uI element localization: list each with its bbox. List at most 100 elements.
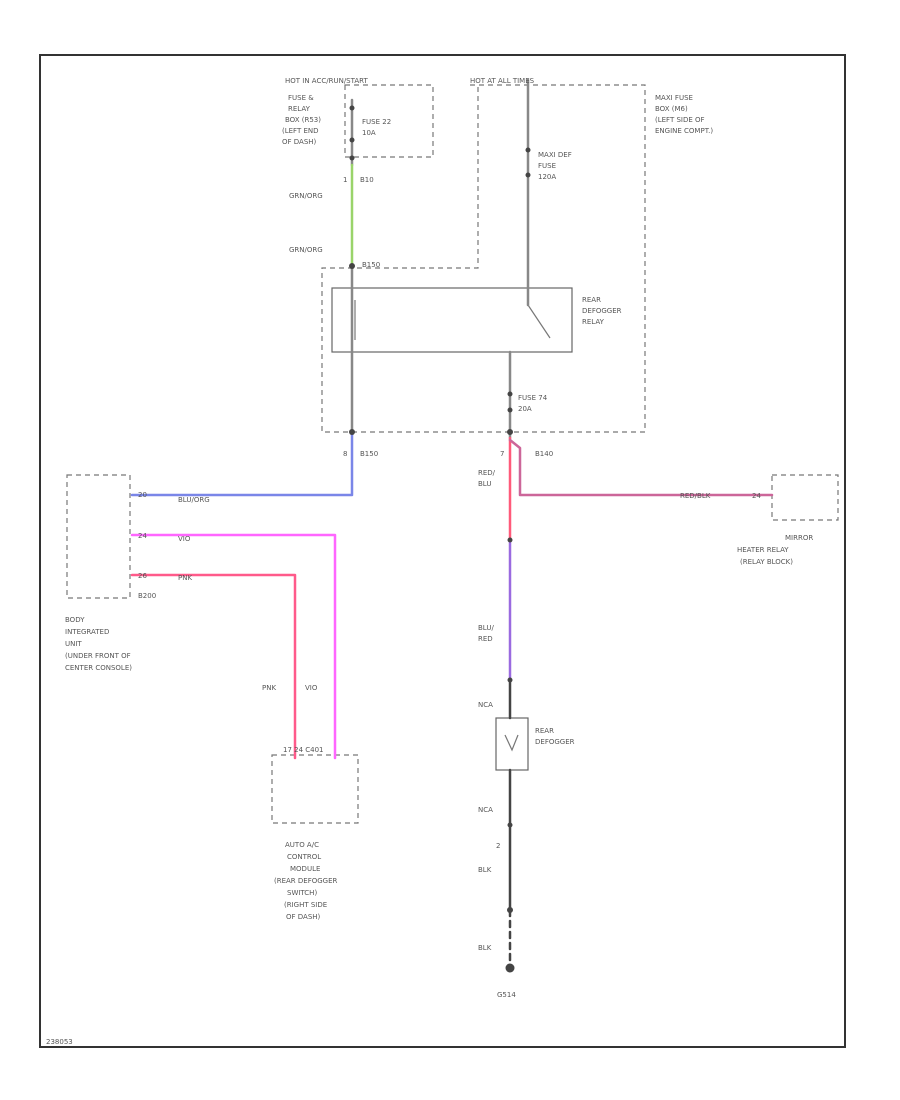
defogger-grid-symbol: [504, 734, 519, 752]
defogger-terminal-bottom: [507, 822, 513, 828]
fuse-relay-box-label-5: OF DASH): [282, 138, 317, 146]
wire-pnk-label: PNK: [178, 574, 192, 582]
fuse-22-label: FUSE 22: [362, 118, 391, 126]
bcm-label-3: UNIT: [65, 640, 82, 648]
mirror-pin-label: 24: [752, 492, 761, 500]
ac-label-6: (RIGHT SIDE: [284, 901, 327, 909]
conn-b140-label: B140: [535, 450, 553, 458]
hot-in-label: HOT IN ACC/RUN/START: [285, 77, 369, 85]
red-blu-label-1: RED/: [478, 469, 496, 477]
wire-pnk: [130, 573, 297, 760]
maxi-def-label-2: FUSE: [538, 162, 556, 170]
mirror-label-2: HEATER RELAY: [737, 546, 789, 554]
maxi-box-label-4: ENGINE COMPT.): [655, 127, 713, 135]
mirror-label-1: MIRROR: [785, 534, 813, 542]
fuse-relay-box-outline: [344, 84, 434, 158]
wire-vio-label: VIO: [178, 535, 191, 543]
blk-label-2: BLK: [478, 944, 492, 952]
fuse-74-label: FUSE 74: [518, 394, 548, 402]
maxi-box-label-3: (LEFT SIDE OF: [655, 116, 705, 124]
maxi-def-label-1: MAXI DEF: [538, 151, 572, 159]
bcm-label-4: (UNDER FRONT OF: [65, 652, 131, 660]
nca-label-2: NCA: [478, 806, 493, 814]
blk-label-1: BLK: [478, 866, 492, 874]
fuse-relay-box-label-2: RELAY: [288, 105, 311, 113]
ac-module-outline: [271, 754, 359, 824]
wire-red-blk: [508, 438, 774, 497]
bcm-pin-24: 24: [138, 532, 147, 540]
fuse-relay-box-label-3: BOX (R53): [285, 116, 321, 124]
ac-label-3: MODULE: [290, 865, 320, 873]
red-blu-label-2: BLU: [478, 480, 491, 488]
ground-label: G514: [497, 991, 516, 999]
maxi-def-label-3: 120A: [538, 173, 556, 181]
bcm-pin-20: 20: [138, 491, 147, 499]
bcm-connector-outline: [66, 474, 131, 599]
rear-defogger-element: [495, 717, 529, 771]
ac-label-7: OF DASH): [286, 913, 321, 921]
wire-vio: [130, 533, 337, 760]
blu-red-label-2: RED: [478, 635, 493, 643]
fuse22-terminal-bottom: [349, 137, 355, 143]
b10-terminal: [349, 155, 355, 161]
relay-label-2: DEFOGGER: [582, 307, 622, 315]
bcm-label-5: CENTER CONSOLE): [65, 664, 132, 672]
pin-2-label: 2: [496, 842, 500, 850]
fuse74-terminal-bottom: [507, 407, 513, 413]
maxi-fuse-box-outline: [321, 84, 646, 433]
rear-defogger-relay: [331, 287, 573, 353]
maxi-box-label-2: BOX (M6): [655, 105, 688, 113]
ac-label-2: CONTROL: [287, 853, 321, 861]
bcm-label-1: BODY: [65, 616, 85, 624]
ac-label-4: (REAR DEFOGGER: [274, 877, 338, 885]
footer-code: 238053: [46, 1038, 73, 1046]
defogger-label-1: REAR: [535, 727, 554, 735]
pin-1-label: 1: [343, 176, 347, 184]
nca-label-1: NCA: [478, 701, 493, 709]
fuse-relay-box-label-4: (LEFT END: [282, 127, 319, 135]
defogger-label-2: DEFOGGER: [535, 738, 575, 746]
wire-grn-org-label-1: GRN/ORG: [289, 192, 323, 200]
blk-splice: [507, 907, 513, 913]
relay-label-1: REAR: [582, 296, 601, 304]
maxi-def-terminal-bottom: [525, 172, 531, 178]
wire-grn-org-label-2: GRN/ORG: [289, 246, 323, 254]
defogger-terminal-top: [507, 677, 513, 683]
ground-point-g514: [505, 963, 515, 973]
ac-label-5: SWITCH): [287, 889, 317, 897]
ac-pins-label: 17 24 C401: [283, 746, 324, 754]
fuse74-terminal-top: [507, 391, 513, 397]
b150-terminal: [349, 429, 355, 435]
wire-blu-org-label: BLU/ORG: [178, 496, 210, 504]
wire-blu-org: [130, 430, 354, 497]
vio-label-2: VIO: [305, 684, 318, 692]
maxi-box-label-1: MAXI FUSE: [655, 94, 693, 102]
conn-b200-label: B200: [138, 592, 156, 600]
b150-top-terminal: [349, 263, 355, 269]
conn-b10-label: B10: [360, 176, 374, 184]
splice-point: [507, 537, 513, 543]
relay-switch: [527, 304, 551, 339]
hot-all-label: HOT AT ALL TIMES: [470, 77, 535, 85]
mirror-relay-outline: [771, 474, 839, 521]
red-blk-label: RED/BLK: [680, 492, 711, 500]
bcm-label-2: INTEGRATED: [65, 628, 109, 636]
relay-label-3: RELAY: [582, 318, 605, 326]
mirror-label-3: (RELAY BLOCK): [740, 558, 793, 566]
b140-terminal: [507, 429, 513, 435]
fuse-relay-box-label-1: FUSE &: [288, 94, 314, 102]
pnk-label-2: PNK: [262, 684, 276, 692]
fuse-74-amp: 20A: [518, 405, 532, 413]
pin-7-label: 7: [500, 450, 504, 458]
blu-red-label-1: BLU/: [478, 624, 494, 632]
conn-b150-label: B150: [360, 450, 378, 458]
diagram-frame: [39, 54, 846, 1048]
maxi-def-terminal-top: [525, 147, 531, 153]
bcm-pin-26: 26: [138, 572, 147, 580]
fuse-22-amp: 10A: [362, 129, 376, 137]
conn-b150-top-label: B150: [362, 261, 380, 269]
fuse22-terminal-top: [349, 105, 355, 111]
pin-8-label: 8: [343, 450, 347, 458]
ac-label-1: AUTO A/C: [285, 841, 319, 849]
